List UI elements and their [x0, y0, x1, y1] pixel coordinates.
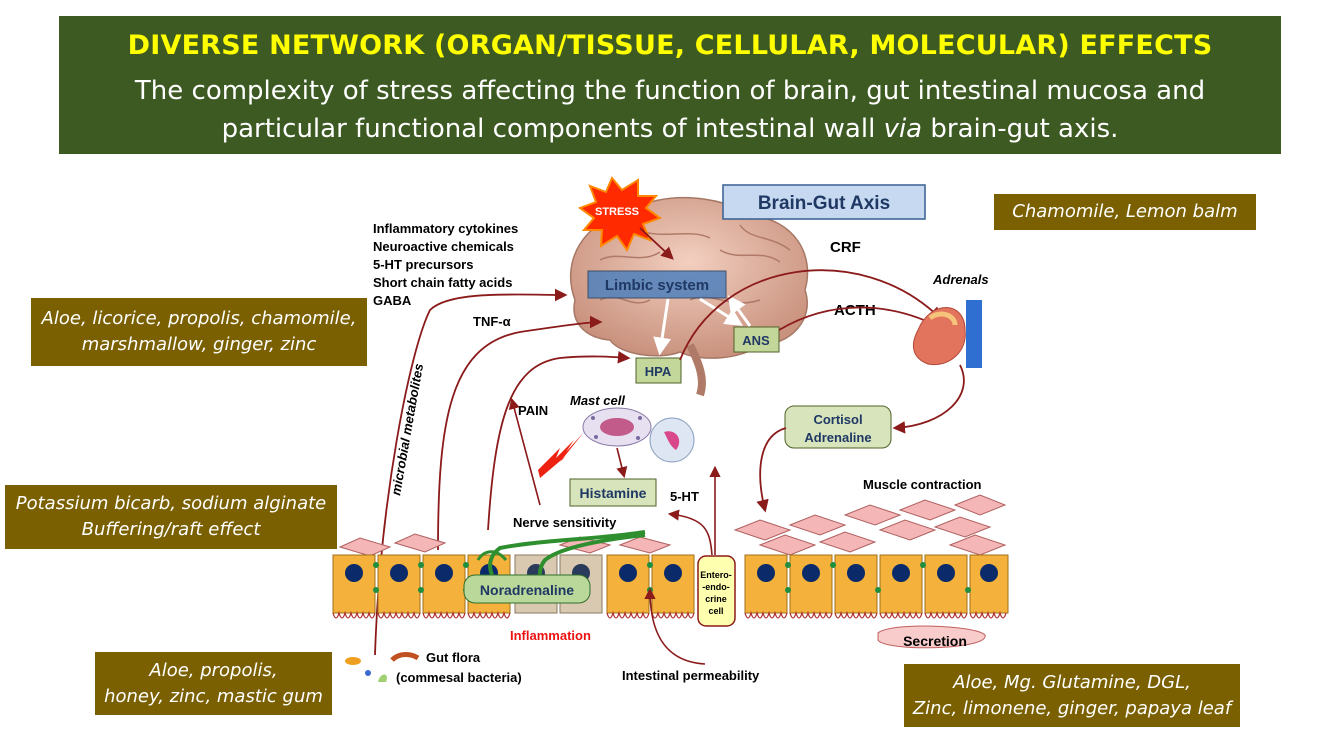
adrenals-image [912, 300, 982, 368]
entero-line: cell [708, 606, 723, 616]
adrenaline-label: Adrenaline [804, 430, 871, 445]
banner-subtitle-line1: The complexity of stress affecting the f… [134, 76, 1206, 106]
signal-item: 5-HT precursors [373, 257, 473, 272]
entero-line: crine [705, 594, 727, 604]
stress-burst: STRESS [577, 176, 663, 253]
serotonin-label: 5-HT [670, 489, 699, 504]
hpa-label: HPA [645, 364, 672, 379]
subtitle-pre: particular functional components of inte… [221, 114, 884, 144]
tnf-label: TNF-α [473, 314, 511, 329]
herb-line: Aloe, licorice, propolis, chamomile, [41, 308, 357, 329]
cortisol-label: Cortisol [813, 412, 862, 427]
noradrenaline-label: Noradrenaline [480, 582, 574, 598]
entero-line: Entero- [700, 570, 732, 580]
herb-line: Chamomile, Lemon balm [1012, 201, 1238, 222]
entero-line: -endo- [702, 582, 730, 592]
histamine-box [569, 478, 657, 507]
secretion-label: Secretion [903, 633, 967, 649]
epithelium [332, 554, 1009, 619]
signal-item: Short chain fatty acids [373, 275, 512, 290]
inflammation-label: Inflammation [510, 628, 591, 643]
limbic-box [587, 270, 727, 299]
herb-line: Potassium bicarb, sodium alginate [15, 493, 327, 514]
enteroendocrine-cell [697, 555, 736, 627]
herb-line: Buffering/raft effect [81, 519, 261, 540]
axis-title-box [722, 184, 926, 220]
herb-box-left-upper: Aloe, licorice, propolis, chamomile, mar… [31, 298, 367, 366]
title-banner: DIVERSE NETWORK (ORGAN/TISSUE, CELLULAR,… [59, 16, 1281, 154]
signals-list: Inflammatory cytokines Neuroactive chemi… [373, 221, 518, 308]
herb-line: Zinc, limonene, ginger, papaya leaf [912, 697, 1232, 719]
subtitle-post: brain-gut axis. [922, 114, 1119, 144]
pain-label: PAIN [518, 403, 548, 418]
herb-box-top-right: Chamomile, Lemon balm [994, 194, 1256, 230]
secretion-blob [877, 625, 986, 649]
banner-title: DIVERSE NETWORK (ORGAN/TISSUE, CELLULAR,… [127, 30, 1213, 61]
limbic-label: Limbic system [605, 277, 709, 294]
permeability-label: Intestinal permeability [622, 668, 760, 683]
gut-flora-image [345, 652, 420, 682]
signal-item: Inflammatory cytokines [373, 221, 518, 236]
microbial-label: microbial metabolites [388, 362, 426, 496]
gut-flora-label: Gut flora [426, 650, 481, 665]
herb-line: Aloe, propolis, [149, 659, 278, 681]
mast-cell-label: Mast cell [570, 393, 625, 408]
acth-label: ACTH [834, 302, 876, 319]
herb-line: Aloe, Mg. Glutamine, DGL, [953, 671, 1191, 693]
muscle-layer [338, 494, 1007, 557]
cortisol-box [784, 405, 892, 449]
subtitle-em: via [883, 114, 923, 144]
ans-box [733, 326, 780, 353]
herb-line: honey, zinc, mastic gum [104, 685, 323, 707]
noradrenaline-box [463, 574, 591, 604]
histamine-label: Histamine [580, 485, 647, 501]
herb-box-left-middle: Potassium bicarb, sodium alginate Buffer… [5, 485, 337, 549]
ans-label: ANS [742, 333, 770, 348]
pain-lightning [538, 432, 584, 478]
herb-box-left-lower: Aloe, propolis, honey, zinc, mastic gum [95, 652, 332, 715]
crf-label: CRF [830, 239, 861, 256]
mast-cell-image [582, 407, 695, 463]
stress-label: STRESS [595, 206, 639, 218]
gut-flora-sub: (commesal bacteria) [396, 670, 522, 685]
nerve-label: Nerve sensitivity [513, 515, 617, 530]
signal-item: Neuroactive chemicals [373, 239, 514, 254]
muscle-label: Muscle contraction [863, 477, 982, 492]
herb-box-right-lower: Aloe, Mg. Glutamine, DGL, Zinc, limonene… [904, 664, 1240, 727]
axis-title: Brain-Gut Axis [758, 193, 890, 214]
banner-subtitle-line2: particular functional components of inte… [59, 110, 1281, 148]
signal-item: GABA [373, 293, 412, 308]
adrenals-label: Adrenals [932, 272, 989, 287]
banner-subtitle: The complexity of stress affecting the f… [59, 72, 1281, 148]
hpa-box [635, 357, 682, 384]
herb-line: marshmallow, ginger, zinc [81, 334, 317, 355]
